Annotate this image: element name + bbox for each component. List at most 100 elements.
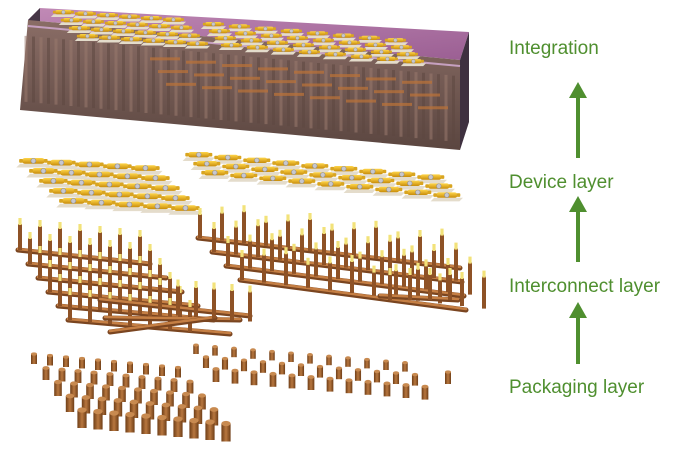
device-unit	[72, 161, 107, 172]
packaging-pillar	[106, 374, 114, 386]
interconnect-bar	[374, 90, 404, 94]
wire	[46, 289, 200, 307]
integrated-devices	[50, 10, 426, 67]
via	[242, 211, 246, 244]
via-tip	[138, 256, 142, 263]
packaging-pillar	[129, 402, 139, 418]
device-unit	[36, 178, 71, 188]
wire	[103, 315, 242, 321]
packaging-pillar	[259, 361, 267, 373]
packaging-pillar	[205, 422, 215, 440]
via-tip	[278, 229, 282, 237]
via	[38, 226, 42, 252]
via	[78, 282, 82, 308]
via	[410, 251, 414, 276]
interconnect-bar	[158, 70, 188, 74]
via	[402, 254, 406, 287]
via-tip	[158, 278, 162, 285]
device-unit	[50, 10, 76, 17]
via	[344, 243, 348, 268]
packaging-pillar	[186, 381, 194, 394]
device-unit	[206, 29, 232, 36]
via-tip	[128, 268, 132, 275]
interconnect-bar	[202, 86, 232, 90]
via	[330, 229, 334, 254]
via	[108, 298, 112, 324]
packaging-pillar	[127, 363, 133, 373]
via-tip	[350, 255, 354, 262]
via-tip	[468, 256, 472, 264]
interconnect-bar	[266, 80, 296, 84]
device-unit	[401, 189, 434, 199]
interconnect-bar	[230, 76, 260, 80]
device-unit	[258, 33, 284, 41]
device-unit	[285, 178, 318, 188]
packaging-pillar	[47, 355, 53, 366]
packaging-pillar	[326, 378, 334, 392]
interconnect-bar	[166, 82, 196, 86]
device-unit	[64, 179, 99, 190]
device-unit	[226, 24, 252, 32]
packaging-pillar	[182, 394, 190, 408]
via-tip	[416, 262, 420, 270]
interconnect-bar	[310, 96, 340, 100]
packaging-pillar	[278, 363, 286, 375]
via	[158, 264, 162, 290]
via	[78, 256, 82, 282]
packaging-pillar	[345, 380, 353, 394]
packaging-pillar	[231, 370, 239, 384]
device-unit	[140, 38, 166, 46]
packaging-pillar	[58, 369, 66, 382]
interconnect-bar	[366, 77, 396, 81]
via-tip	[88, 238, 92, 245]
via-tip	[432, 244, 436, 251]
via	[108, 272, 112, 298]
via	[428, 274, 432, 300]
via-tip	[440, 228, 444, 236]
via	[388, 274, 392, 300]
interconnect-bar	[338, 86, 368, 90]
via	[286, 220, 290, 249]
packaging-pillar	[402, 362, 408, 372]
via-tip	[454, 242, 458, 250]
via-tip	[336, 241, 340, 248]
via	[408, 274, 412, 300]
substrate-right-face	[460, 32, 469, 150]
packaging-pillar	[445, 372, 451, 384]
packaging-pillar	[77, 410, 87, 428]
via-tip	[408, 268, 412, 275]
via	[284, 253, 288, 286]
device-unit	[168, 25, 194, 33]
device-unit	[343, 184, 376, 193]
packaging-pillar	[269, 373, 277, 387]
via	[440, 234, 444, 267]
via	[248, 291, 252, 322]
packaging-pillar	[63, 357, 69, 367]
device-unit	[252, 26, 278, 34]
via	[352, 228, 356, 257]
device-unit	[212, 36, 238, 43]
via-tip	[394, 264, 398, 272]
via-tip	[330, 223, 334, 231]
packaging-pillar	[250, 372, 258, 386]
via	[454, 248, 458, 281]
device-unit	[219, 163, 252, 173]
device-unit	[154, 32, 180, 39]
via-tip	[108, 266, 112, 273]
device-unit	[58, 18, 84, 25]
device-unit	[116, 14, 142, 22]
interconnect-bar	[222, 64, 252, 68]
via-tip	[68, 236, 72, 243]
via-tip	[168, 272, 172, 279]
via	[372, 271, 376, 296]
via	[388, 240, 392, 273]
via-tip	[212, 282, 216, 290]
device-unit	[238, 38, 264, 46]
via	[58, 254, 62, 280]
via-tip	[234, 220, 238, 228]
packaging-pillar	[193, 408, 203, 424]
via-tip	[188, 300, 192, 307]
via-tip	[98, 226, 102, 233]
